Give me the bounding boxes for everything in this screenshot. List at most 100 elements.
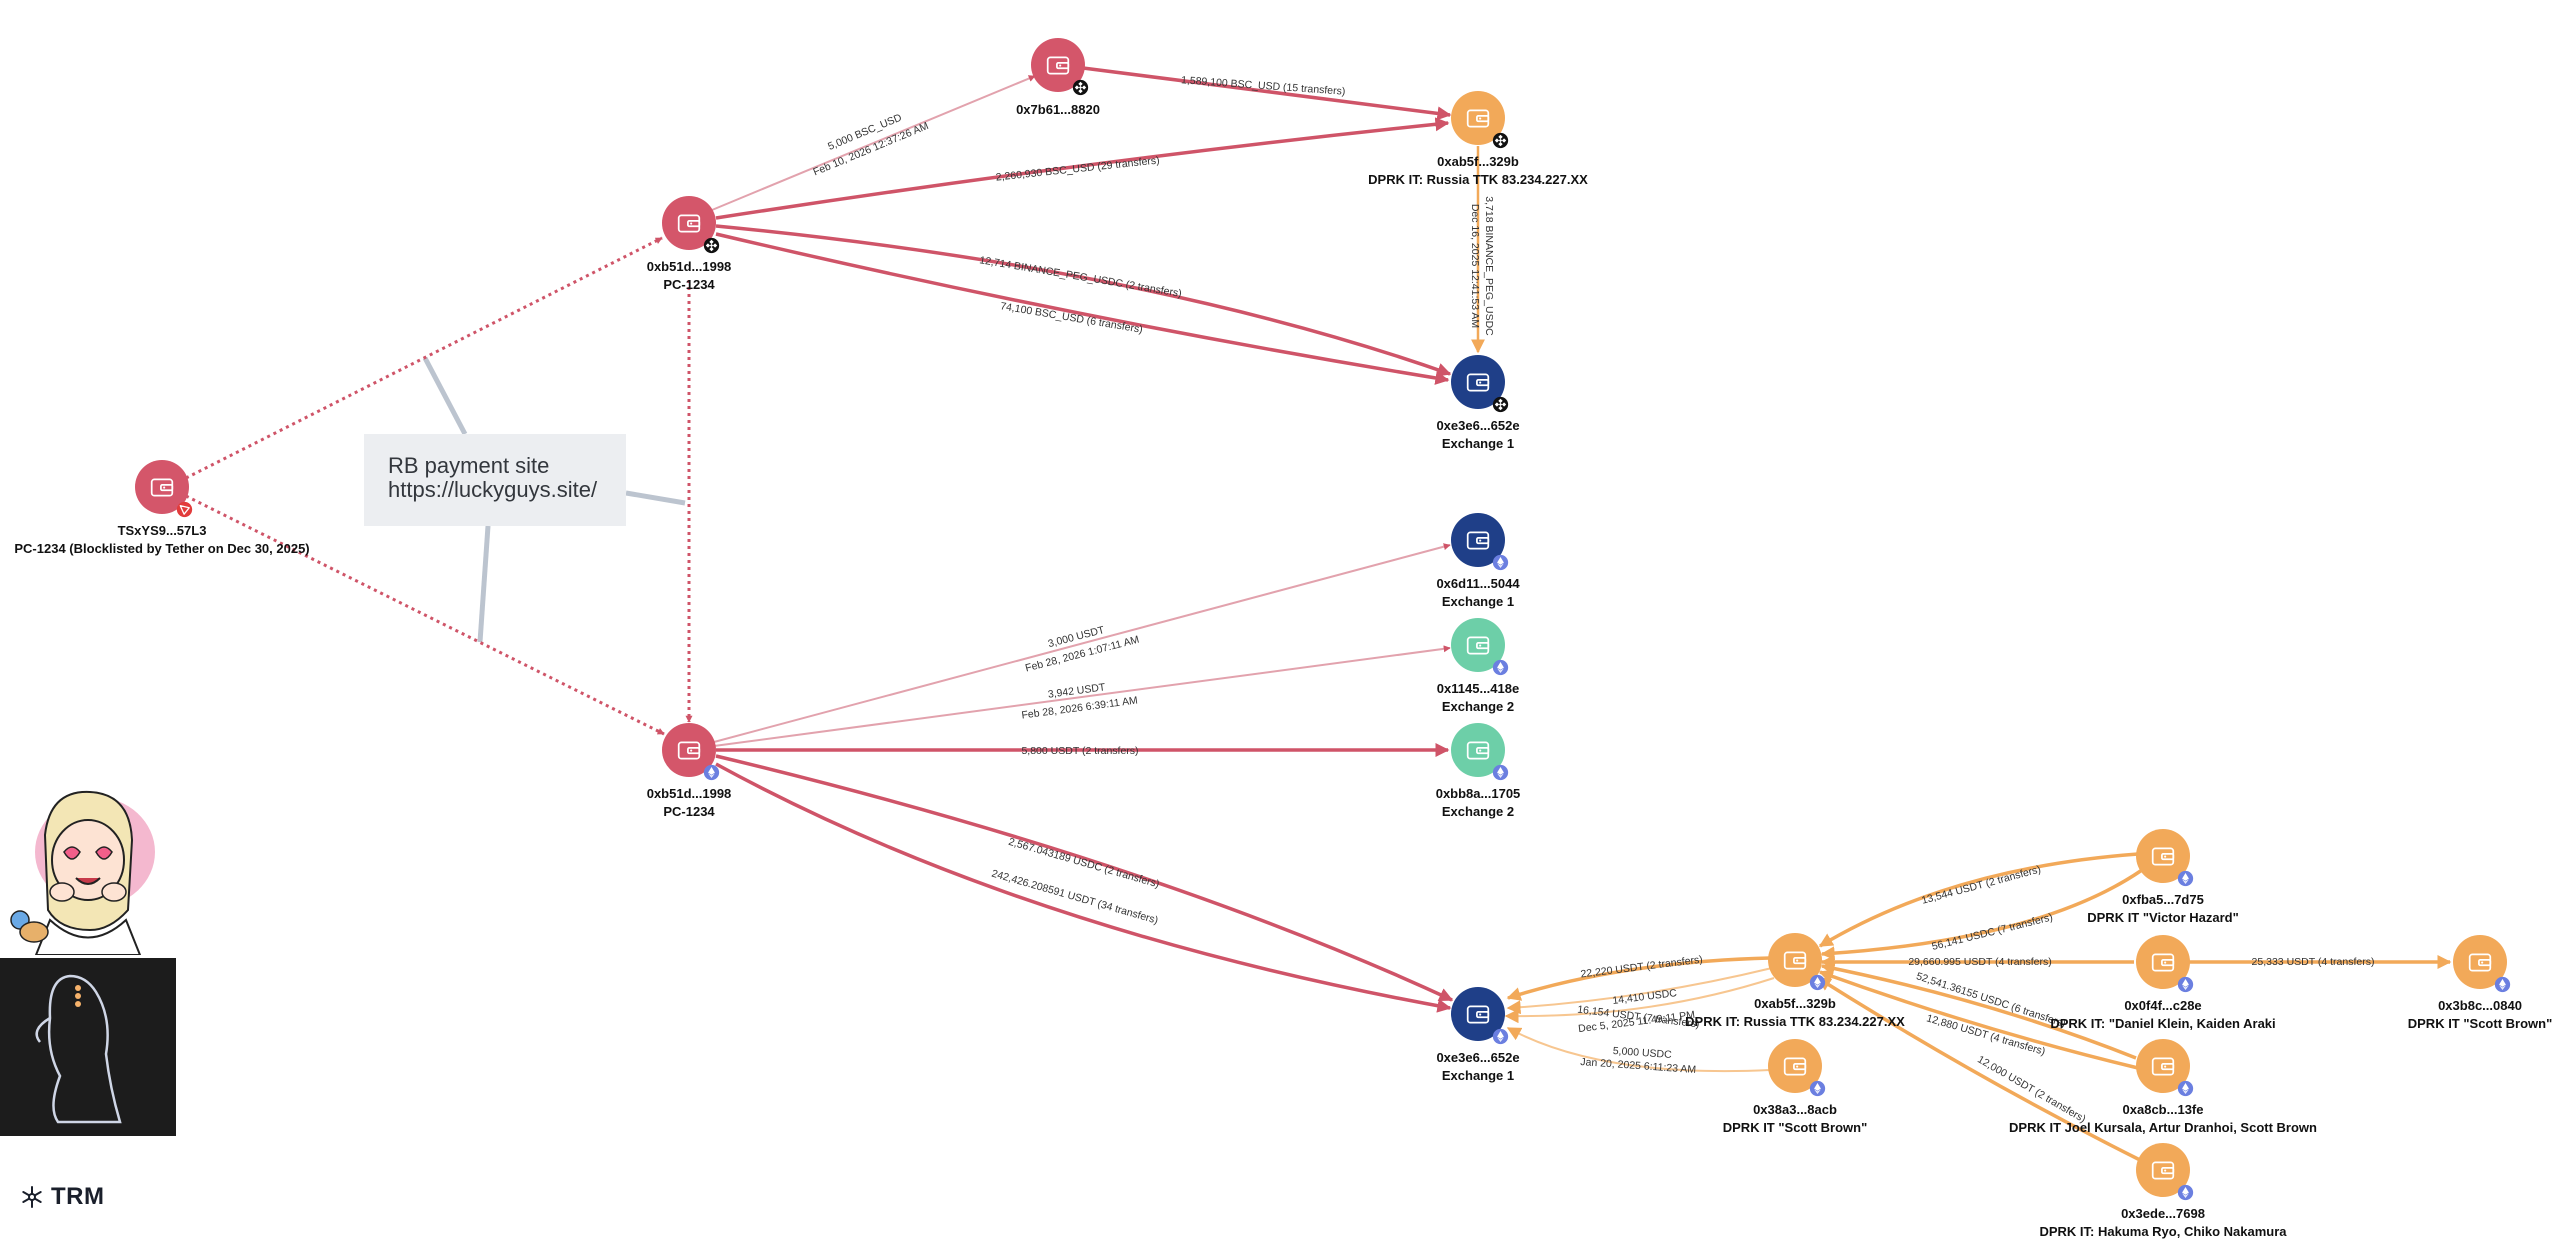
cartoon-avatar-image bbox=[10, 790, 155, 955]
node-exchange1-6d11[interactable]: 0x6d11...5044 Exchange 1 bbox=[1436, 513, 1520, 609]
node-dprk-3ede[interactable]: 0x3ede...7698 DPRK IT: Hakuma Ryo, Chiko… bbox=[2039, 1143, 2287, 1239]
ethereum-badge-icon bbox=[2177, 1184, 2194, 1201]
node-dprk-38a3[interactable]: 0x38a3...8acb DPRK IT "Scott Brown" bbox=[1723, 1039, 1868, 1135]
node-owner-label: PC-1234 bbox=[663, 277, 715, 292]
edge-a8cb-to-ab5f-a[interactable] bbox=[1820, 961, 2137, 1060]
ethereum-badge-icon bbox=[1809, 974, 1826, 991]
node-pc-bsc[interactable]: 0xb51d...1998 PC-1234 bbox=[647, 196, 732, 292]
node-address: 0xe3e6...652e bbox=[1436, 1050, 1519, 1065]
dprk-cluster-edges bbox=[1504, 852, 2452, 1162]
binance-badge-icon bbox=[1072, 79, 1089, 96]
node-address: 0xab5f...329b bbox=[1754, 996, 1836, 1011]
edge-ab5f-eth-to-ex1-b[interactable] bbox=[1506, 967, 1773, 1015]
ethereum-badge-icon bbox=[703, 764, 720, 781]
ethereum-badge-icon bbox=[1492, 659, 1509, 676]
wallet-node-circle bbox=[1451, 987, 1505, 1041]
edge-pc-eth-to-1145[interactable] bbox=[713, 645, 1451, 747]
callout-connector bbox=[422, 356, 468, 436]
edge-label: Jan 20, 2025 6:11:23 AM bbox=[1580, 1056, 1697, 1076]
binance-badge-icon bbox=[703, 237, 720, 254]
node-exchange1-eth[interactable]: 0xe3e6...652e Exchange 1 bbox=[1436, 987, 1520, 1083]
edge-3ede-to-ab5f[interactable] bbox=[1816, 976, 2141, 1162]
wallet-node-circle bbox=[1451, 723, 1505, 777]
edge-pc-eth-to-ex1-a[interactable] bbox=[715, 754, 1454, 1002]
edge-tron-to-pc-bsc[interactable] bbox=[185, 236, 663, 480]
node-owner-label: DPRK IT "Victor Hazard" bbox=[2087, 910, 2239, 925]
node-dprk-3b8c[interactable]: 0x3b8c...0840 DPRK IT "Scott Brown" bbox=[2408, 935, 2553, 1031]
edge-label: 13,544 USDT (2 transfers) bbox=[1920, 863, 2042, 906]
edge-label: 5,800 USDT (2 transfers) bbox=[1021, 745, 1138, 757]
edge-pc-eth-to-ex1-b[interactable] bbox=[715, 762, 1452, 1013]
wallet-node-circle bbox=[2453, 935, 2507, 989]
wallet-node-circle bbox=[2136, 829, 2190, 883]
wallet-node-circle bbox=[1451, 618, 1505, 672]
edge-pc-bsc-to-7b61[interactable] bbox=[711, 75, 1036, 211]
node-pc-eth[interactable]: 0xb51d...1998 PC-1234 bbox=[647, 723, 732, 819]
wallet-node-circle bbox=[2136, 935, 2190, 989]
node-dprk-a8cb[interactable]: 0xa8cb...13fe DPRK IT Joel Kursala, Artu… bbox=[2009, 1039, 2317, 1135]
node-dprk-0f4f[interactable]: 0x0f4f...c28e DPRK IT: "Daniel Klein, Ka… bbox=[2050, 935, 2276, 1031]
node-owner-label: PC-1234 (Blocklisted by Tether on Dec 30… bbox=[14, 541, 309, 556]
edge-pc-bsc-to-ex1-b[interactable] bbox=[715, 232, 1450, 385]
edge-38a3-to-ex1[interactable] bbox=[1506, 1027, 1771, 1073]
ethereum-badge-icon bbox=[1809, 1080, 1826, 1097]
top-cluster-edges bbox=[711, 66, 1485, 385]
node-address: 0xa8cb...13fe bbox=[2123, 1102, 2204, 1117]
node-dprk-fba5[interactable]: 0xfba5...7d75 DPRK IT "Victor Hazard" bbox=[2087, 829, 2239, 925]
edge-pc-bsc-to-ex1-a[interactable] bbox=[715, 224, 1452, 377]
node-address: TSxYS9...57L3 bbox=[118, 523, 207, 538]
node-owner-label: DPRK IT: "Daniel Klein, Kaiden Araki bbox=[2050, 1016, 2275, 1031]
node-address: 0xfba5...7d75 bbox=[2122, 892, 2204, 907]
callout-connector bbox=[477, 525, 491, 643]
node-tron-origin[interactable]: TSxYS9...57L3 PC-1234 (Blocklisted by Te… bbox=[14, 460, 310, 556]
callout-connector bbox=[625, 490, 686, 506]
edge-7b61-to-ab5f[interactable] bbox=[1082, 66, 1452, 121]
edge-label: 22,220 USDT (2 transfers) bbox=[1580, 954, 1703, 981]
edge-label: 56,141 USDC (7 transfers) bbox=[1931, 911, 2055, 953]
edge-label: 74,100 BSC_USD (6 transfers) bbox=[999, 300, 1143, 336]
binance-badge-icon bbox=[1492, 396, 1509, 413]
node-dprk-ab5f-bsc[interactable]: 0xab5f...329b DPRK IT: Russia TTK 83.234… bbox=[1368, 91, 1588, 187]
node-address: 0xb51d...1998 bbox=[647, 259, 732, 274]
node-address: 0x3ede...7698 bbox=[2121, 1206, 2205, 1221]
ethereum-badge-icon bbox=[2177, 976, 2194, 993]
wallet-node-circle bbox=[1768, 1039, 1822, 1093]
edge-fba5-to-ab5f-b[interactable] bbox=[1820, 868, 2143, 961]
edge-ab5f-eth-to-ex1-c[interactable] bbox=[1504, 977, 1775, 1024]
wallet-node-circle bbox=[135, 460, 189, 514]
eth-cluster-edges bbox=[713, 543, 1454, 1013]
node-address: 0x7b61...8820 bbox=[1016, 102, 1100, 117]
wallet-node-circle bbox=[662, 723, 716, 777]
edge-label: Dec 16, 2025 12:41:53 AM bbox=[1469, 204, 1481, 328]
node-owner-label: Exchange 1 bbox=[1442, 1068, 1514, 1083]
ethereum-badge-icon bbox=[1492, 554, 1509, 571]
edge-a8cb-to-ab5f-b[interactable] bbox=[1818, 969, 2139, 1070]
edge-label: 3,718 BINANCE_PEG_USDC bbox=[1483, 196, 1495, 336]
node-owner-label: DPRK IT "Scott Brown" bbox=[1723, 1120, 1868, 1135]
callout-connectors bbox=[422, 356, 686, 643]
wallet-node-circle bbox=[2136, 1039, 2190, 1093]
node-owner-label: DPRK IT Joel Kursala, Artur Dranhoi, Sco… bbox=[2009, 1120, 2317, 1135]
edge-ab5f-eth-to-ex1-a[interactable] bbox=[1506, 956, 1771, 1001]
edge-fba5-to-ab5f-a[interactable] bbox=[1818, 852, 2139, 948]
node-owner-label: Exchange 2 bbox=[1442, 804, 1514, 819]
edge-pc-eth-to-6d11[interactable] bbox=[713, 543, 1451, 743]
node-address: 0x3b8c...0840 bbox=[2438, 998, 2522, 1013]
node-exchange2-bb8a[interactable]: 0xbb8a...1705 Exchange 2 bbox=[1436, 723, 1521, 819]
node-owner-label: DPRK IT: Russia TTK 83.234.227.XX bbox=[1685, 1014, 1905, 1029]
wallet-node-circle bbox=[2136, 1143, 2190, 1197]
node-7b61[interactable]: 0x7b61...8820 bbox=[1016, 38, 1100, 117]
hooded-figure-avatar-image bbox=[0, 958, 176, 1136]
node-owner-label: Exchange 1 bbox=[1442, 436, 1514, 451]
node-owner-label: DPRK IT "Scott Brown" bbox=[2408, 1016, 2553, 1031]
payment-site-callout: RB payment site https://luckyguys.site/ bbox=[364, 434, 626, 526]
edge-label: 2,260,930 BSC_USD (29 transfers) bbox=[995, 154, 1160, 183]
node-exchange2-1145[interactable]: 0x1145...418e Exchange 2 bbox=[1437, 618, 1519, 714]
node-dprk-ab5f-eth[interactable]: 0xab5f...329b DPRK IT: Russia TTK 83.234… bbox=[1685, 933, 1905, 1029]
edge-pc-bsc-to-ab5f[interactable] bbox=[715, 117, 1450, 220]
node-exchange1-bsc[interactable]: 0xe3e6...652e Exchange 1 bbox=[1436, 355, 1520, 451]
node-address: 0xbb8a...1705 bbox=[1436, 786, 1521, 801]
node-owner-label: PC-1234 bbox=[663, 804, 715, 819]
edge-tron-to-pc-eth[interactable] bbox=[185, 494, 665, 736]
